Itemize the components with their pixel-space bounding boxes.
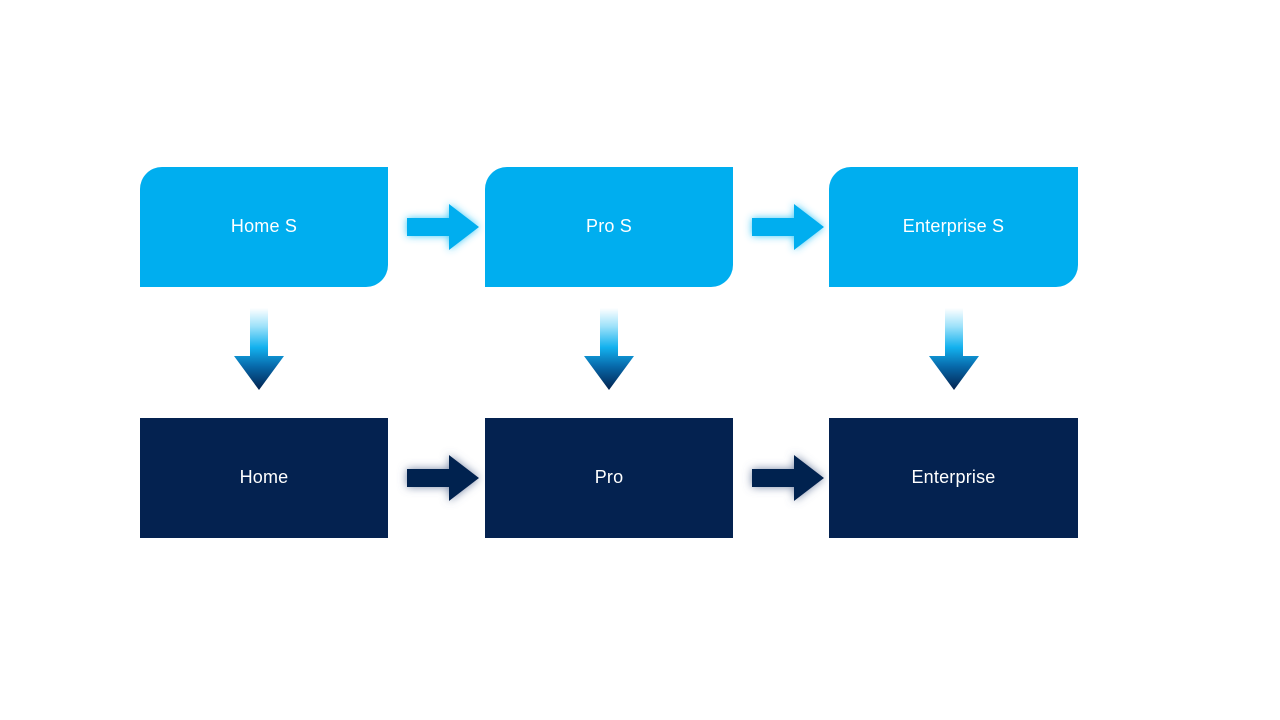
node-home[interactable]: Home	[140, 418, 388, 538]
arrow-enterprise-s-to-enterprise-icon	[926, 308, 982, 392]
node-label: Pro S	[585, 216, 633, 237]
arrow-pro-s-to-pro-icon	[581, 308, 637, 392]
node-home-s[interactable]: Home S	[140, 167, 388, 287]
node-pro-s[interactable]: Pro S	[485, 167, 733, 287]
arrow-home-to-pro-icon	[405, 451, 481, 505]
arrow-pro-s-to-enterprise-s-icon	[750, 200, 826, 254]
node-label: Home S	[230, 216, 298, 237]
arrow-home-s-to-home-icon	[231, 308, 287, 392]
node-pro[interactable]: Pro	[485, 418, 733, 538]
arrow-home-s-to-pro-s-icon	[405, 200, 481, 254]
node-label: Enterprise S	[902, 216, 1005, 237]
node-enterprise-s[interactable]: Enterprise S	[829, 167, 1078, 287]
node-label: Enterprise	[911, 467, 996, 488]
arrow-pro-to-enterprise-icon	[750, 451, 826, 505]
node-enterprise[interactable]: Enterprise	[829, 418, 1078, 538]
node-label: Home	[239, 467, 289, 488]
node-label: Pro	[594, 467, 624, 488]
